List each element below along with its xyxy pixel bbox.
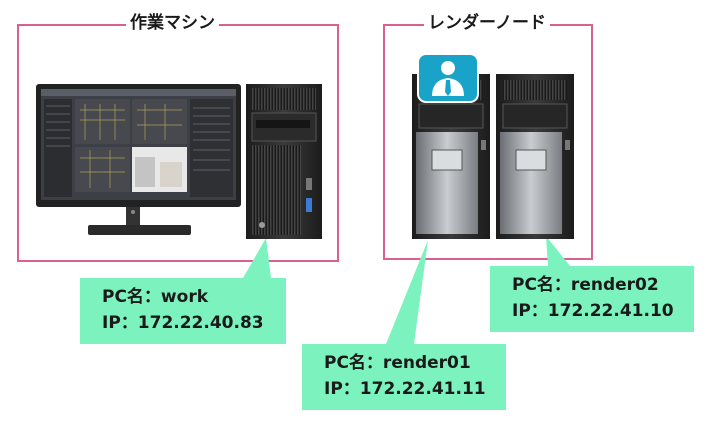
- render01-tower-icon: [412, 74, 490, 239]
- work-machine-title: 作業マシン: [126, 12, 219, 34]
- workstation-tower-icon: [246, 84, 322, 239]
- monitor-icon: [36, 84, 241, 235]
- pc-name-render02: PC名：render02: [512, 275, 659, 295]
- callout-pointer-work: [243, 238, 271, 278]
- callout-pointer-render01: [386, 240, 428, 344]
- pc-name-work: PC名：work: [102, 287, 209, 307]
- callout-work: PC名：work IP：172.22.40.83: [80, 278, 286, 344]
- callout-render02: PC名：render02 IP：172.22.41.10: [490, 266, 694, 332]
- render-node-title: レンダーノード: [424, 12, 550, 34]
- callout-render01: PC名：render01 IP：172.22.41.11: [302, 344, 506, 410]
- render02-tower-icon: [496, 74, 574, 239]
- pc-name-render01: PC名：render01: [324, 353, 471, 373]
- user-badge-icon: [417, 53, 479, 103]
- ip-render02: IP：172.22.41.10: [512, 301, 674, 321]
- ip-work: IP：172.22.40.83: [102, 313, 264, 333]
- callout-pointer-render02: [546, 236, 570, 266]
- ip-render01: IP：172.22.41.11: [324, 379, 486, 399]
